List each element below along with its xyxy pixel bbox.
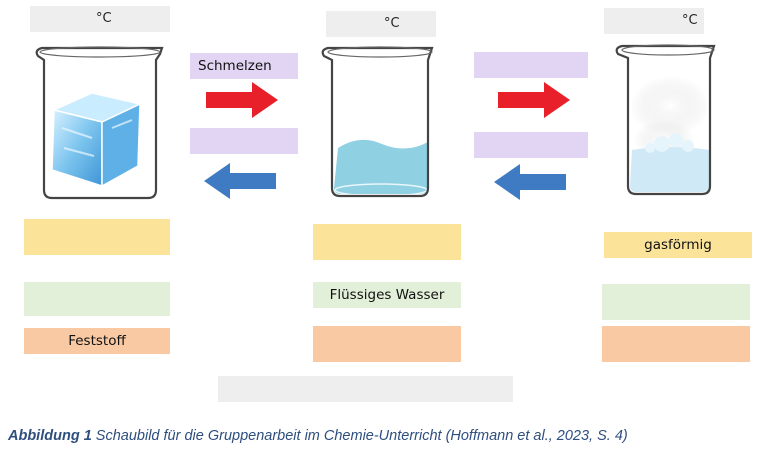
temperature-unit-gas: °C <box>682 13 698 28</box>
liquid-state-box[interactable]: Flüssiges Wasser <box>313 282 461 308</box>
liquid-yellow-box[interactable] <box>313 224 461 260</box>
beaker-water-illustration <box>321 46 434 198</box>
solid-state-box[interactable]: Feststoff <box>24 328 170 354</box>
ice-cube <box>51 92 143 188</box>
caption-text: Schaubild für die Gruppenarbeit im Chemi… <box>91 428 628 444</box>
solid-state-label: Feststoff <box>68 333 126 349</box>
melting-label: Schmelzen <box>198 58 272 74</box>
bottom-answer-box[interactable] <box>218 376 513 402</box>
temperature-input-solid[interactable]: °C <box>30 6 170 32</box>
gas-orange-box[interactable] <box>602 326 750 362</box>
solid-green-box[interactable] <box>24 282 170 316</box>
gas-state-label: gasförmig <box>644 237 712 253</box>
beaker-ice-illustration <box>35 46 164 200</box>
condensation-label-box[interactable] <box>474 132 588 158</box>
gas-state-box[interactable]: gasförmig <box>604 232 752 258</box>
liquid-orange-box[interactable] <box>313 326 461 362</box>
temperature-input-liquid[interactable]: °C <box>326 11 436 37</box>
beaker-vapour-illustration <box>615 44 716 196</box>
arrow-left-icon <box>204 163 276 199</box>
evaporation-label-box[interactable] <box>474 52 588 78</box>
arrow-right-icon-2 <box>498 82 570 118</box>
temperature-unit-liquid: °C <box>384 16 400 31</box>
temperature-input-gas[interactable]: °C <box>604 8 704 34</box>
freezing-label-box[interactable] <box>190 128 298 154</box>
liquid-state-label: Flüssiges Wasser <box>329 287 445 303</box>
figure-caption: Abbildung 1 Schaubild für die Gruppenarb… <box>8 428 628 444</box>
gas-green-box[interactable] <box>602 284 750 320</box>
arrow-right-icon <box>206 82 278 118</box>
caption-prefix: Abbildung 1 <box>8 428 92 444</box>
solid-yellow-box[interactable] <box>24 219 170 255</box>
temperature-unit-solid: °C <box>96 11 112 26</box>
arrow-left-icon-2 <box>494 164 566 200</box>
melting-label-box[interactable]: Schmelzen <box>190 53 298 79</box>
